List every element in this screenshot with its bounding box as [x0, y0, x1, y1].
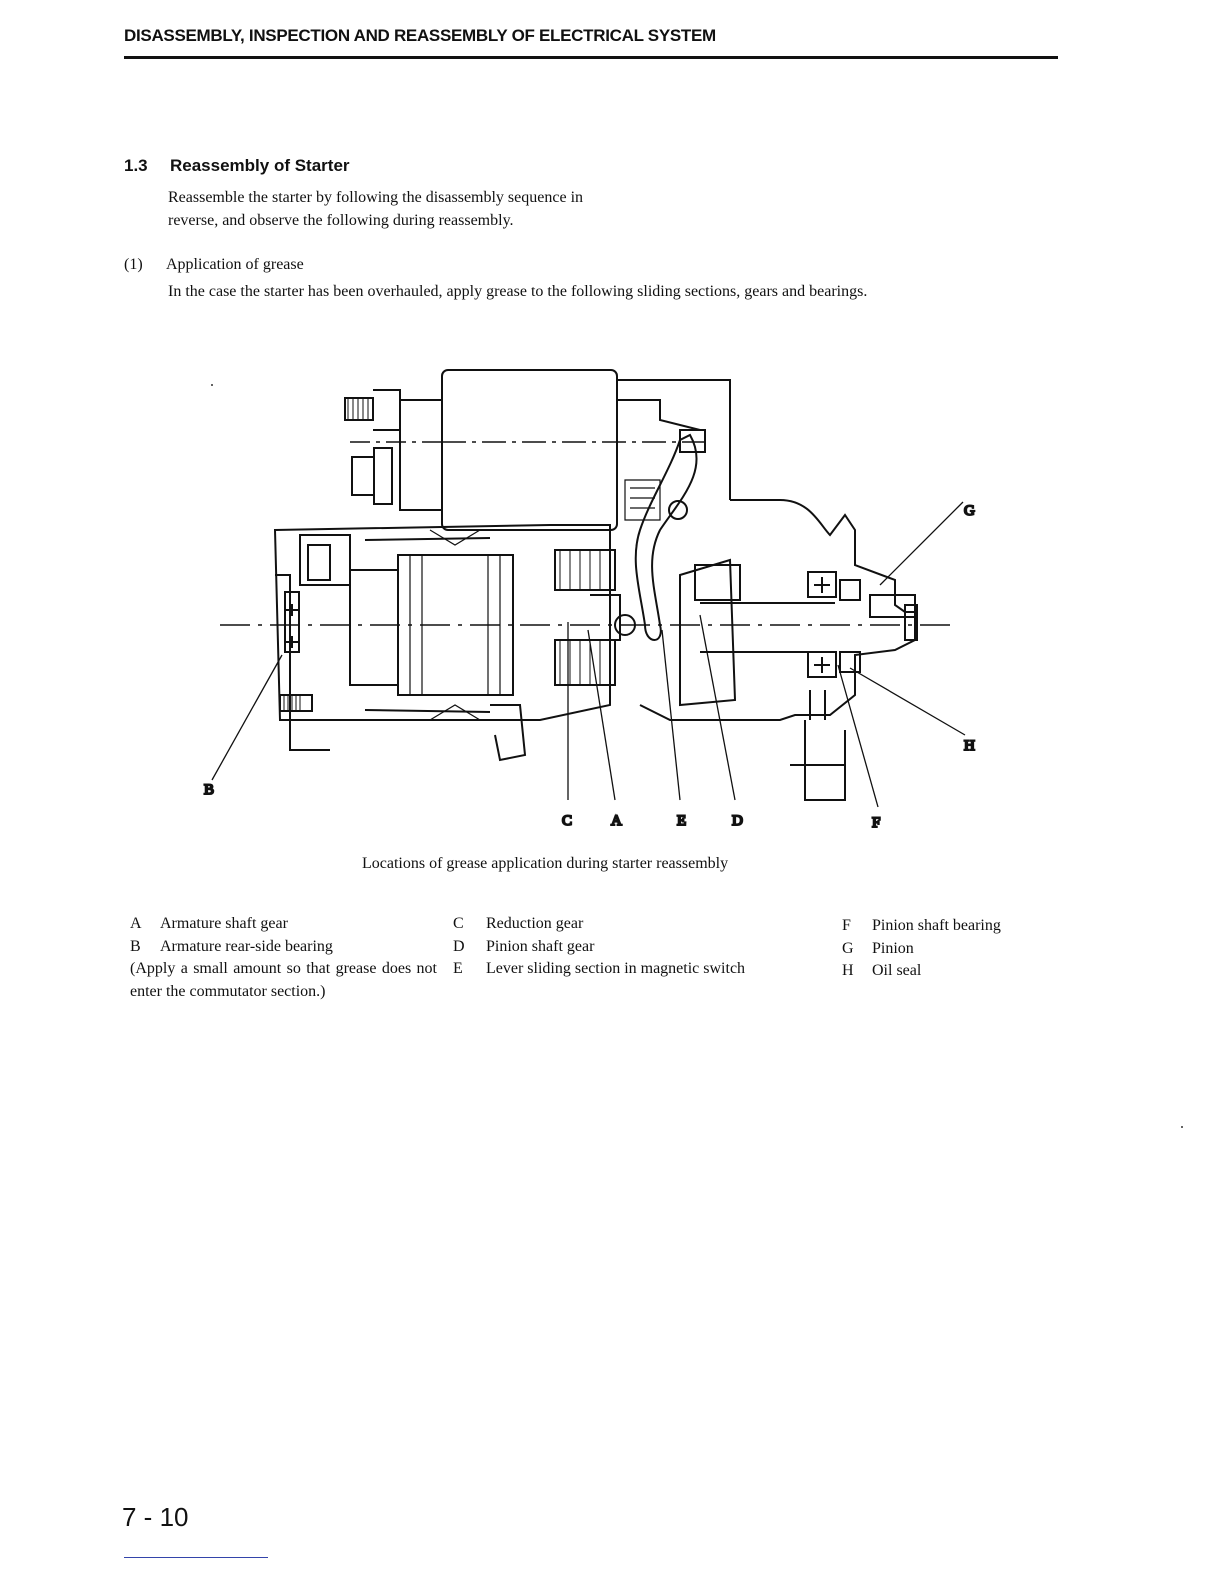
page-number: 7 - 10 — [122, 1502, 189, 1532]
scan-speck — [211, 384, 213, 386]
section-intro: Reassemble the starter by following the … — [168, 189, 584, 229]
section-number: 1.3 — [124, 156, 148, 175]
callout-b: B — [204, 782, 214, 798]
section-heading: 1.3 Reassembly of Starter — [124, 156, 350, 176]
figure-caption: Locations of grease application during s… — [362, 855, 729, 872]
item-marker: (1) — [124, 256, 143, 273]
scan-speck — [1181, 1126, 1183, 1128]
item-body: In the case the starter has been overhau… — [168, 283, 868, 300]
page-header: DISASSEMBLY, INSPECTION AND REASSEMBLY O… — [124, 24, 1058, 59]
shift-lever — [634, 433, 698, 641]
header-title: DISASSEMBLY, INSPECTION AND REASSEMBLY O… — [124, 26, 716, 45]
section-title: Reassembly of Starter — [170, 156, 350, 175]
item-title: Application of grease — [166, 256, 304, 273]
starter-cross-section-diagram: B C A E D F G H — [203, 369, 976, 832]
callout-e: E — [677, 813, 686, 829]
callout-leaders — [211, 501, 966, 808]
item-heading: (1) Application of grease — [124, 254, 304, 276]
callout-g: G — [964, 503, 975, 519]
reduction-gears — [554, 549, 636, 686]
callout-f: F — [872, 815, 880, 831]
magnetic-switch — [344, 369, 731, 531]
legend-note: (Apply a small amount so that grease doe… — [130, 960, 437, 1000]
callout-c: C — [562, 813, 572, 829]
callout-a: A — [611, 813, 622, 829]
drive-housing — [639, 499, 918, 801]
footer-rule — [124, 1557, 268, 1558]
callout-d: D — [732, 813, 743, 829]
callout-h: H — [964, 738, 975, 754]
